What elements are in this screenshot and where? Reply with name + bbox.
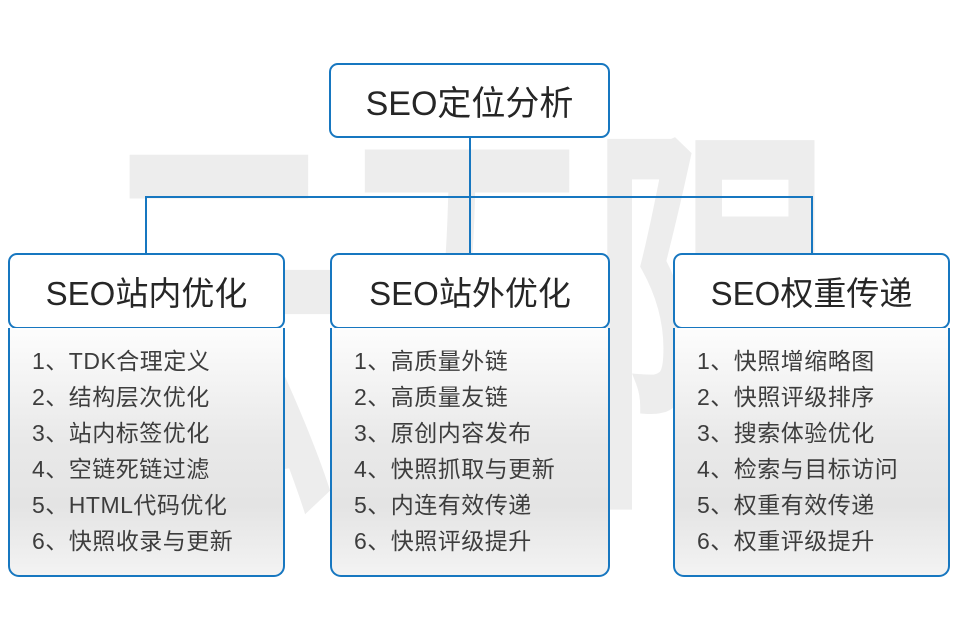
list-item: 2、快照评级排序	[697, 384, 875, 410]
list-item: 1、TDK合理定义	[32, 348, 211, 374]
list-item: 1、快照增缩略图	[697, 348, 875, 374]
list-panel-weight-transfer: 1、快照增缩略图 2、快照评级排序 3、搜索体验优化 4、检索与目标访问 5、权…	[673, 328, 950, 577]
connector-right-vertical	[811, 196, 813, 254]
list-item: 6、快照评级提升	[354, 528, 532, 554]
list-item: 6、快照收录与更新	[32, 528, 234, 554]
list-item: 4、快照抓取与更新	[354, 456, 556, 482]
root-box-seo-positioning: SEO定位分析	[329, 63, 610, 138]
list-item: 5、HTML代码优化	[32, 492, 228, 518]
list-item: 6、权重评级提升	[697, 528, 875, 554]
column-header-onsite: SEO站内优化	[8, 253, 285, 329]
list-item: 5、内连有效传递	[354, 492, 532, 518]
list-item: 3、原创内容发布	[354, 420, 532, 446]
column-header-weight-transfer: SEO权重传递	[673, 253, 950, 329]
list-item: 4、空链死链过滤	[32, 456, 210, 482]
list-item: 3、搜索体验优化	[697, 420, 875, 446]
list-item: 2、结构层次优化	[32, 384, 210, 410]
list-item: 4、检索与目标访问	[697, 456, 899, 482]
list-item: 2、高质量友链	[354, 384, 509, 410]
connector-root-vertical	[469, 137, 471, 197]
connector-left-vertical	[145, 196, 147, 254]
list-item: 3、站内标签优化	[32, 420, 210, 446]
list-panel-offsite: 1、高质量外链 2、高质量友链 3、原创内容发布 4、快照抓取与更新 5、内连有…	[330, 328, 610, 577]
connector-middle-vertical	[469, 196, 471, 254]
list-panel-onsite: 1、TDK合理定义 2、结构层次优化 3、站内标签优化 4、空链死链过滤 5、H…	[8, 328, 285, 577]
list-item: 5、权重有效传递	[697, 492, 875, 518]
column-header-offsite: SEO站外优化	[330, 253, 610, 329]
list-item: 1、高质量外链	[354, 348, 509, 374]
connector-horizontal	[145, 196, 813, 198]
